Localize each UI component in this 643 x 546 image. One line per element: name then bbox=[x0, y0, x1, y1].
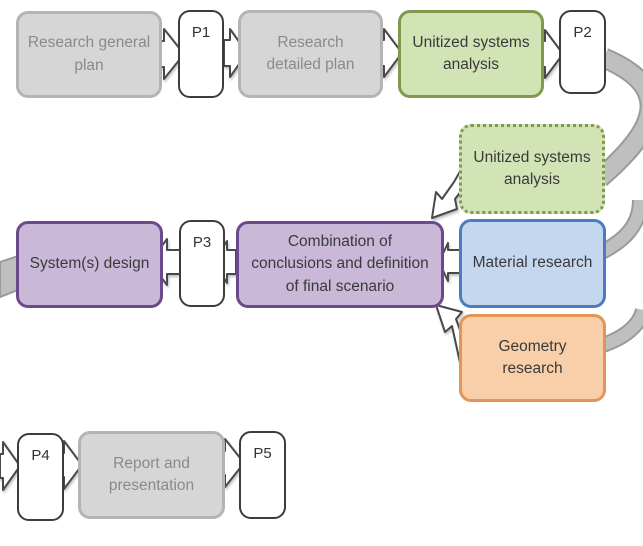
milestone-p4-label: P4 bbox=[31, 447, 50, 464]
systems-design-label: System(s) design bbox=[29, 255, 150, 273]
geometry-research-box: Geometry research bbox=[459, 314, 606, 402]
unitized-systems-analysis-parallel-box: Unitized systems analysis bbox=[459, 124, 605, 214]
research-general-plan-box: Research general plan bbox=[16, 11, 162, 98]
report-and-presentation-box: Report and presentation bbox=[78, 431, 225, 519]
milestone-p4: P4 bbox=[17, 433, 64, 521]
milestone-p2-label: P2 bbox=[573, 24, 592, 41]
systems-design-box: System(s) design bbox=[16, 221, 163, 308]
milestone-p3: P3 bbox=[179, 220, 225, 307]
curved-connector-p2-to-branches bbox=[593, 48, 643, 354]
milestone-p5: P5 bbox=[239, 431, 286, 519]
unitized-systems-analysis-label: Unitized systems analysis bbox=[412, 33, 530, 73]
milestone-p3-label: P3 bbox=[192, 234, 212, 251]
research-detailed-plan-label: Research detailed plan bbox=[266, 33, 355, 73]
research-detailed-plan-box: Research detailed plan bbox=[238, 10, 383, 98]
unitized-systems-analysis-box: Unitized systems analysis bbox=[398, 10, 544, 98]
arrow-into-p4 bbox=[0, 441, 21, 491]
unitized-systems-analysis-parallel-label: Unitized systems analysis bbox=[473, 148, 591, 188]
milestone-p2: P2 bbox=[559, 10, 606, 94]
report-and-presentation-label: Report and presentation bbox=[108, 454, 195, 494]
research-general-plan-label: Research general plan bbox=[27, 34, 151, 74]
material-research-box: Material research bbox=[459, 219, 606, 308]
milestone-p1: P1 bbox=[178, 10, 224, 98]
geometry-research-label: Geometry research bbox=[498, 337, 567, 377]
material-research-label: Material research bbox=[472, 254, 593, 272]
combination-of-conclusions-label: Combination of conclusions and definitio… bbox=[251, 232, 429, 295]
milestone-p5-label: P5 bbox=[253, 445, 272, 462]
milestone-p1-label: P1 bbox=[191, 24, 211, 41]
combination-of-conclusions-box: Combination of conclusions and definitio… bbox=[236, 221, 444, 308]
